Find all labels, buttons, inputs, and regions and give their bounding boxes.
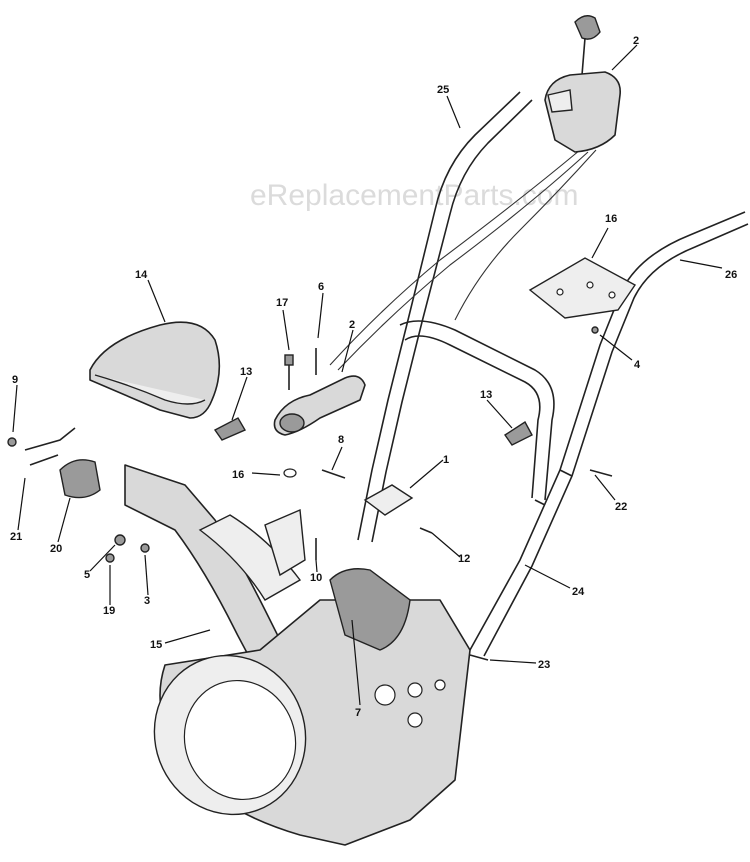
callout-17: 17	[276, 297, 288, 309]
shift-control-housing	[544, 15, 622, 153]
callout-4: 4	[634, 359, 641, 371]
chute-tilt-bracket	[528, 257, 637, 319]
shift-bracket	[363, 484, 414, 516]
chute-crank-arm	[273, 375, 366, 436]
watermark-text: eReplacementParts.com	[250, 179, 578, 212]
chute-rotator	[24, 427, 101, 499]
callout-20: 20	[50, 543, 62, 555]
callout-18: 16	[605, 213, 617, 225]
callout-23: 23	[538, 659, 550, 671]
callout-1: 1	[443, 454, 449, 466]
auger-housing	[153, 599, 471, 846]
callout-14: 14	[135, 269, 148, 281]
callout-10: 10	[310, 572, 322, 584]
callout-13-left: 13	[240, 366, 252, 378]
callout-15: 15	[150, 639, 162, 651]
callout-12: 12	[458, 553, 470, 565]
callout-2-shift: 2	[633, 35, 639, 47]
callout-5: 5	[84, 569, 90, 581]
chute-deflector	[89, 321, 221, 419]
callout-19: 19	[103, 605, 115, 617]
knob-left	[213, 417, 247, 441]
chute-mount-plate	[264, 508, 306, 577]
callout-2-crank: 2	[349, 319, 355, 331]
callout-16: 16	[232, 469, 244, 481]
callout-24: 24	[572, 586, 585, 598]
callout-8: 8	[338, 434, 344, 446]
hardware	[7, 326, 613, 661]
callout-21: 21	[10, 531, 22, 543]
callout-25: 25	[437, 84, 449, 96]
callout-6: 6	[318, 281, 324, 293]
left-handle	[357, 91, 533, 543]
callout-9: 9	[12, 374, 18, 386]
callout-labels: 2 25 16 26 14 6 17 2 4 13 13 9 8 16 1 22…	[10, 35, 737, 719]
callout-13-right: 13	[480, 389, 492, 401]
control-cables	[329, 149, 597, 371]
right-handle	[469, 211, 749, 657]
knob-right	[504, 420, 533, 446]
callout-3: 3	[144, 595, 150, 607]
callout-26: 26	[725, 269, 737, 281]
handle-crossbar	[399, 320, 555, 501]
gear-mount	[329, 568, 411, 651]
callout-leaders	[12, 44, 723, 706]
callout-7: 7	[355, 707, 361, 719]
callout-22: 22	[615, 501, 627, 513]
